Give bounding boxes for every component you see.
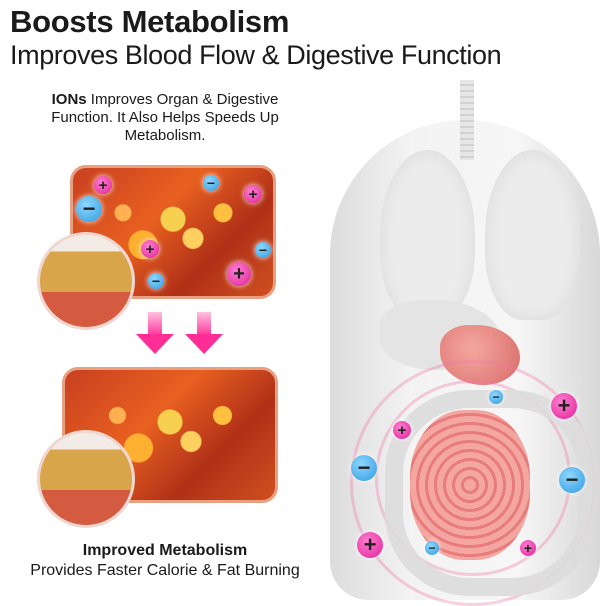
minus-ion-icon: −: [255, 242, 271, 258]
right-lung: [485, 150, 580, 320]
intro-body: Improves Organ & Digestive Function. It …: [51, 91, 279, 144]
minus-ion-icon: −: [425, 541, 439, 555]
body-anatomy-illustration: [310, 80, 600, 606]
plus-ion-icon: +: [141, 240, 159, 258]
fat-tissue-after-circle: [37, 430, 135, 528]
plus-ion-icon: +: [520, 540, 536, 556]
fat-tissue-before-circle: [37, 232, 135, 330]
small-intestine: [410, 410, 530, 560]
down-arrow-icon: [136, 312, 174, 356]
caption-title: Improved Metabolism: [82, 542, 248, 559]
subheadline: Improves Blood Flow & Digestive Function: [10, 40, 502, 70]
minus-ion-icon: −: [76, 196, 102, 222]
plus-ion-icon: +: [244, 185, 262, 203]
plus-ion-icon: +: [227, 262, 251, 286]
down-arrow-icon: [185, 312, 223, 356]
minus-ion-icon: −: [351, 455, 377, 481]
trachea: [460, 80, 474, 160]
headline: Boosts Metabolism: [10, 4, 290, 39]
minus-ion-icon: −: [489, 390, 503, 404]
plus-ion-icon: +: [393, 421, 411, 439]
plus-ion-icon: +: [357, 532, 383, 558]
intro-bold: IONs: [51, 91, 87, 108]
minus-ion-icon: −: [203, 175, 219, 191]
minus-ion-icon: −: [559, 467, 585, 493]
minus-ion-icon: −: [148, 273, 164, 289]
caption-subtitle: Provides Faster Calorie & Fat Burning: [30, 562, 300, 579]
left-lung: [380, 150, 475, 320]
plus-ion-icon: +: [94, 176, 112, 194]
plus-ion-icon: +: [551, 393, 577, 419]
intro-text: IONs Improves Organ & Digestive Function…: [20, 91, 310, 145]
